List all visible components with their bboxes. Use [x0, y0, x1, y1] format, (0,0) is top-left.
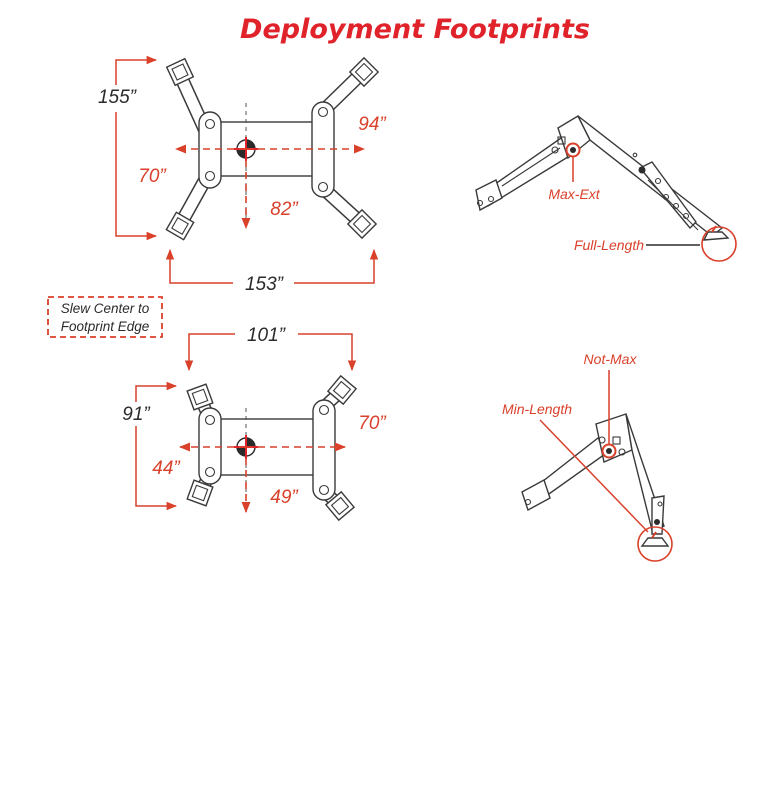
page-title: Deployment Footprints [240, 14, 590, 45]
top-slew-center [234, 137, 258, 161]
outrigger-leg-full-extension: Max-Ext Full-Length [475, 115, 737, 262]
top-outrigger-front-right [317, 57, 379, 118]
top-right-reach: 94” [358, 114, 387, 135]
bottom-right-reach: 70” [358, 413, 387, 434]
bottom-down-reach: 49” [270, 487, 299, 508]
bottom-footprint: 101” 91” 70” 44” 49” [122, 325, 387, 521]
top-down-reach: 82” [270, 199, 299, 220]
top-footprint: 155” 153” 94” 70” 82” [98, 55, 387, 295]
not-max-label: Not-Max [584, 351, 638, 367]
legend-line-2: Footprint Edge [61, 319, 150, 334]
min-length-label: Min-Length [502, 401, 572, 417]
bottom-left-reach: 44” [152, 458, 181, 479]
top-height-dimension: 155” [98, 87, 138, 108]
bottom-height-dimension: 91” [122, 404, 151, 425]
full-length-label: Full-Length [574, 237, 644, 253]
top-width-dimension: 153” [245, 274, 285, 295]
slew-center-legend: Slew Center to Footprint Edge [47, 296, 163, 338]
top-outrigger-rear-left [165, 176, 212, 241]
top-outrigger-rear-right [320, 184, 377, 239]
outrigger-leg-min-extension: Not-Max Min-Length [502, 351, 673, 562]
max-ext-label: Max-Ext [548, 186, 600, 202]
legend-line-1: Slew Center to [61, 301, 150, 316]
bottom-width-dimension: 101” [247, 325, 287, 346]
top-left-reach: 70” [138, 166, 167, 187]
